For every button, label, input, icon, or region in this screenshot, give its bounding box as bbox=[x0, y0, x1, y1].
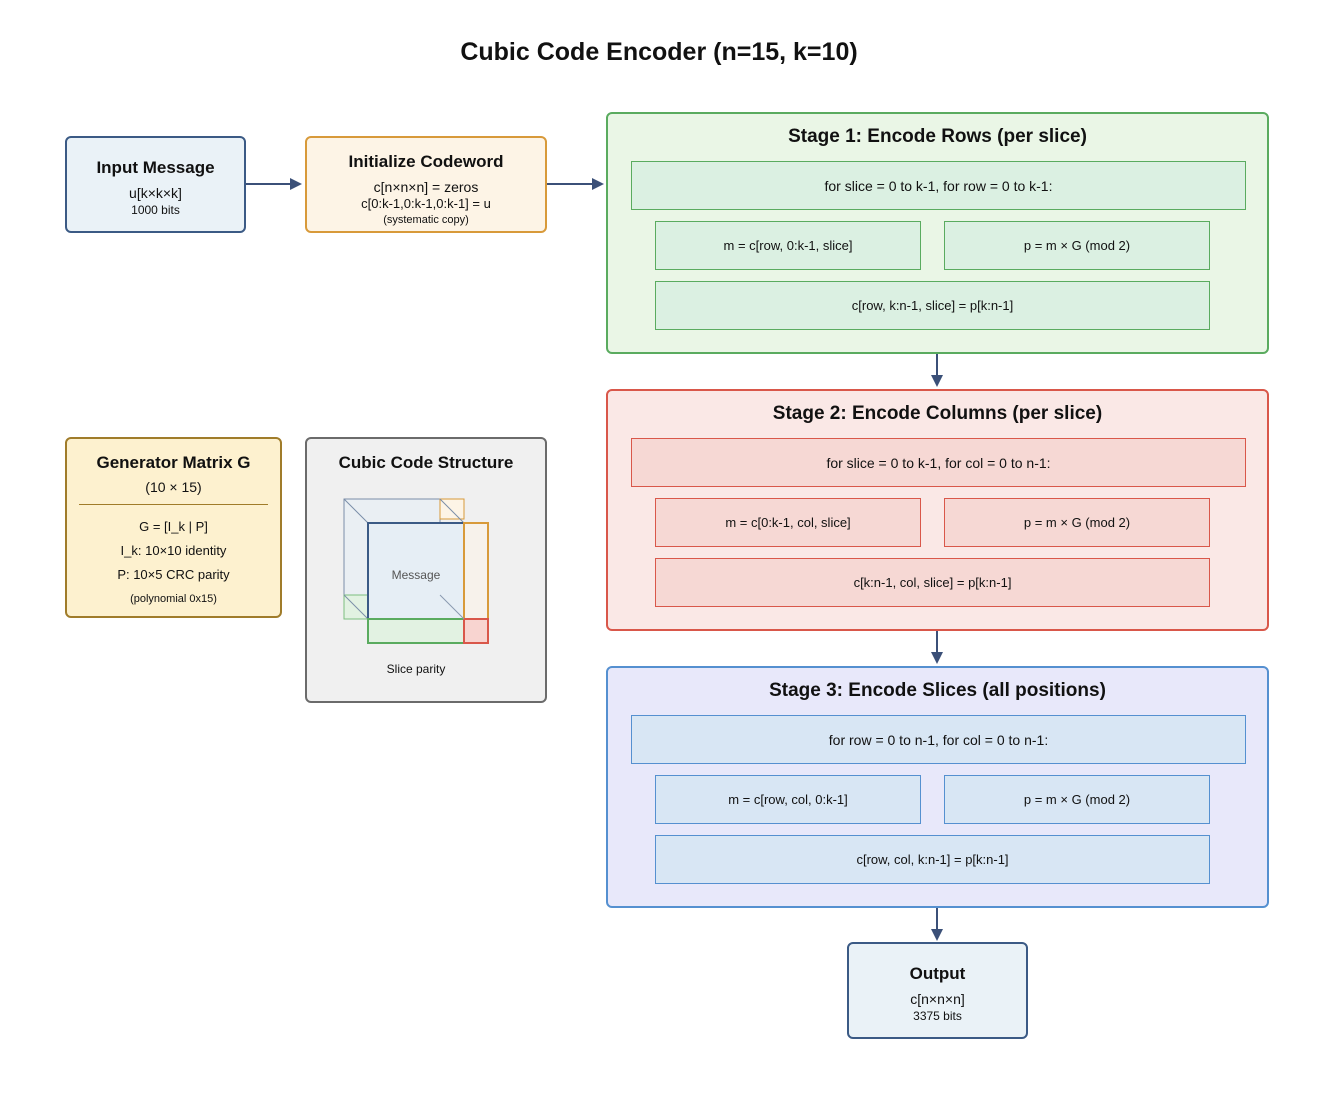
stage3-step-m: m = c[row, col, 0:k-1] bbox=[655, 775, 921, 824]
init-systematic-note: (systematic copy) bbox=[383, 214, 469, 226]
stage1-title: Stage 1: Encode Rows (per slice) bbox=[788, 126, 1087, 147]
initialize-codeword-box: Initialize Codeword c[n×n×n] = zeros c[0… bbox=[305, 136, 547, 233]
generator-matrix-title: Generator Matrix G bbox=[96, 453, 251, 472]
stage2-step-c: c[k:n-1, col, slice] = p[k:n-1] bbox=[655, 558, 1210, 607]
output-box: Output c[n×n×n] 3375 bits bbox=[847, 942, 1028, 1039]
stage3-title: Stage 3: Encode Slices (all positions) bbox=[769, 680, 1106, 701]
stage2-box: Stage 2: Encode Columns (per slice) for … bbox=[606, 389, 1269, 631]
column-parity-block bbox=[367, 618, 465, 644]
generator-matrix-size: (10 × 15) bbox=[145, 479, 202, 495]
output-title: Output bbox=[909, 964, 966, 983]
stage1-step-m: m = c[row, 0:k-1, slice] bbox=[655, 221, 921, 270]
init-zeros-line: c[n×n×n] = zeros bbox=[373, 179, 479, 195]
input-message-dims: u[k×k×k] bbox=[129, 185, 182, 201]
stage2-step-p: p = m × G (mod 2) bbox=[944, 498, 1210, 547]
init-copy-line: c[0:k-1,0:k-1,0:k-1] = u bbox=[361, 196, 491, 211]
stage1-box: Stage 1: Encode Rows (per slice) for sli… bbox=[606, 112, 1269, 354]
cubic-structure-box: Cubic Code Structure Message Slice parit… bbox=[305, 437, 547, 703]
stage3-step-p: p = m × G (mod 2) bbox=[944, 775, 1210, 824]
generator-matrix-box: Generator Matrix G (10 × 15) G = [I_k | … bbox=[65, 437, 282, 618]
stage3-box: Stage 3: Encode Slices (all positions) f… bbox=[606, 666, 1269, 908]
row-parity-block bbox=[463, 522, 489, 620]
cube-illustration bbox=[343, 498, 489, 644]
input-message-bits: 1000 bits bbox=[131, 203, 180, 217]
stage1-step-c: c[row, k:n-1, slice] = p[k:n-1] bbox=[655, 281, 1210, 330]
stage1-loop: for slice = 0 to k-1, for row = 0 to k-1… bbox=[631, 161, 1246, 210]
input-message-title: Input Message bbox=[96, 158, 215, 177]
generator-parity: P: 10×5 CRC parity bbox=[117, 567, 230, 582]
diagram-title: Cubic Code Encoder (n=15, k=10) bbox=[460, 38, 858, 66]
generator-def: G = [I_k | P] bbox=[139, 519, 208, 534]
generator-polynomial: (polynomial 0x15) bbox=[130, 593, 217, 605]
cubic-structure-title: Cubic Code Structure bbox=[338, 453, 514, 472]
input-message-box: Input Message u[k×k×k] 1000 bits bbox=[65, 136, 246, 233]
generator-identity: I_k: 10×10 identity bbox=[120, 543, 227, 558]
cube-caption: Slice parity bbox=[386, 662, 446, 676]
cube-message-label: Message bbox=[391, 568, 441, 582]
back-row-parity bbox=[439, 498, 465, 520]
generator-divider bbox=[79, 504, 268, 505]
stage2-step-m: m = c[0:k-1, col, slice] bbox=[655, 498, 921, 547]
initialize-codeword-title: Initialize Codeword bbox=[348, 152, 504, 171]
stage3-step-c: c[row, col, k:n-1] = p[k:n-1] bbox=[655, 835, 1210, 884]
stage2-title: Stage 2: Encode Columns (per slice) bbox=[772, 403, 1103, 424]
output-dims: c[n×n×n] bbox=[910, 991, 965, 1007]
stage2-loop: for slice = 0 to k-1, for col = 0 to n-1… bbox=[631, 438, 1246, 487]
stage1-step-p: p = m × G (mod 2) bbox=[944, 221, 1210, 270]
corner-parity-block bbox=[463, 618, 489, 644]
output-bits: 3375 bits bbox=[913, 1009, 962, 1023]
stage3-loop: for row = 0 to n-1, for col = 0 to n-1: bbox=[631, 715, 1246, 764]
